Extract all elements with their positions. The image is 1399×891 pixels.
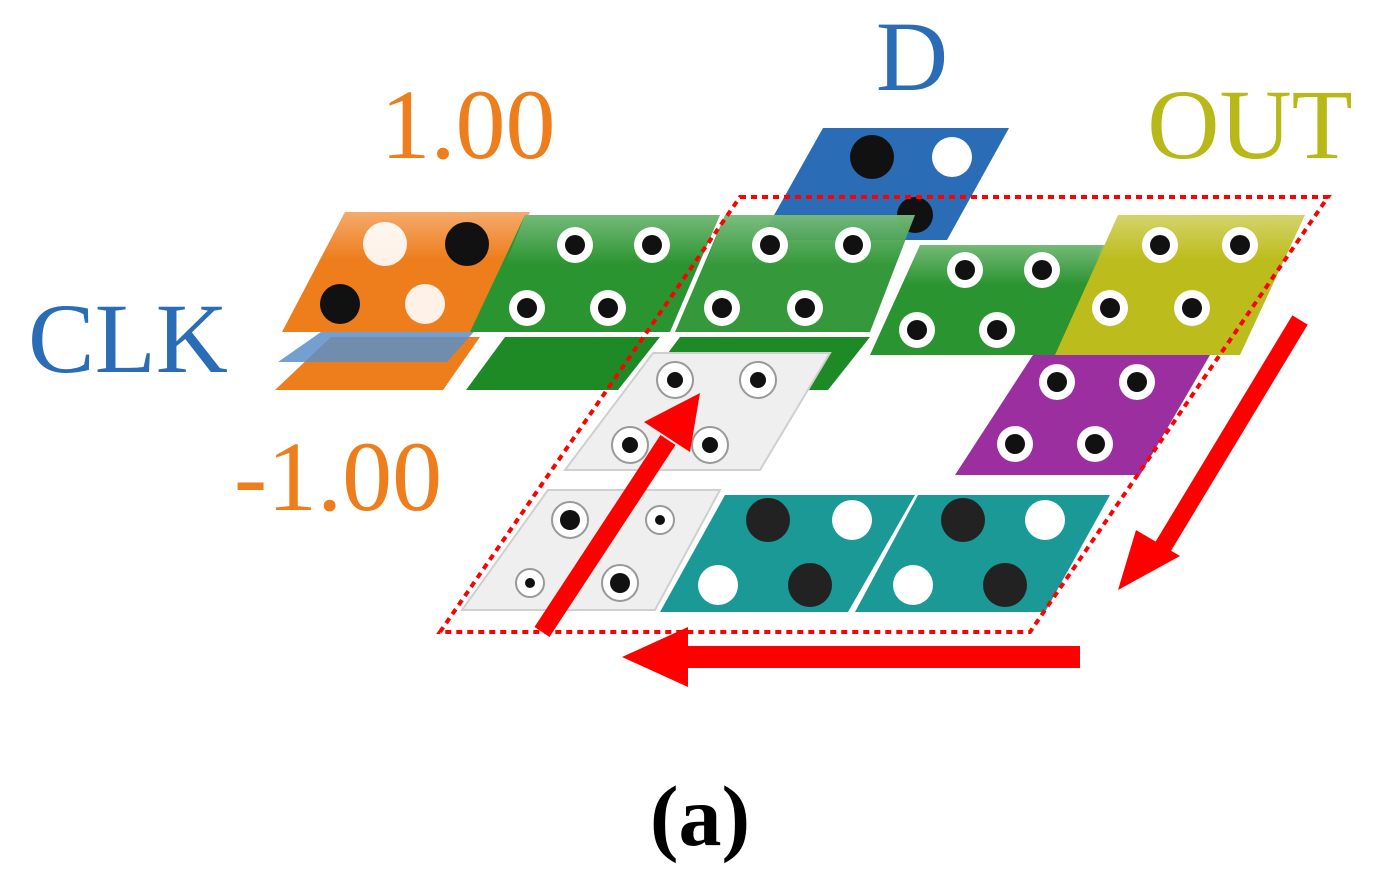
dot-ring bbox=[752, 227, 788, 263]
red-arrow-icon bbox=[622, 627, 1080, 687]
dot-ring bbox=[704, 290, 740, 326]
dot-ring bbox=[557, 227, 593, 263]
cell-teal-2 bbox=[855, 495, 1110, 612]
dot-ring bbox=[899, 312, 935, 348]
dot-ring bbox=[1142, 227, 1178, 263]
cell-clk bbox=[282, 212, 530, 332]
dot-ring bbox=[787, 290, 823, 326]
dot-ring bbox=[739, 361, 777, 399]
dot-light bbox=[698, 565, 738, 605]
cell-green-3 bbox=[870, 245, 1108, 355]
dot-ring bbox=[509, 290, 545, 326]
dot-ring bbox=[634, 227, 670, 263]
dot-ring bbox=[979, 312, 1015, 348]
dot-ring bbox=[1024, 252, 1060, 288]
red-arrow-icon bbox=[534, 393, 700, 637]
dot-light bbox=[893, 565, 933, 605]
dot-ring bbox=[611, 426, 649, 464]
dot-ring bbox=[1092, 290, 1128, 326]
dot-ring bbox=[1077, 426, 1113, 462]
dot-ring bbox=[1039, 364, 1075, 400]
dot-ring bbox=[1222, 227, 1258, 263]
dot-ring bbox=[997, 426, 1033, 462]
dot-ring bbox=[947, 252, 983, 288]
dot-ring bbox=[1119, 364, 1155, 400]
dot-light bbox=[1025, 500, 1065, 540]
dot-dark bbox=[983, 563, 1027, 607]
dot-ring bbox=[835, 227, 871, 263]
dot-ring bbox=[590, 290, 626, 326]
cell-teal-1 bbox=[660, 495, 915, 612]
label-negative: -1.00 bbox=[234, 421, 442, 532]
dot-dark bbox=[746, 498, 790, 542]
dot-ring bbox=[691, 426, 729, 464]
dot-light bbox=[832, 500, 872, 540]
dot-dark bbox=[788, 563, 832, 607]
middle-row bbox=[562, 352, 1210, 475]
red-arrow-icon bbox=[1118, 315, 1308, 590]
dot-ring bbox=[1174, 290, 1210, 326]
dot-ring bbox=[645, 505, 675, 535]
cell-white-upper bbox=[562, 352, 832, 471]
dashed-loop-outline bbox=[436, 195, 1332, 634]
dot-dark bbox=[850, 135, 894, 179]
cell-purple bbox=[955, 355, 1210, 475]
dot-dark bbox=[941, 498, 985, 542]
label-positive: 1.00 bbox=[381, 69, 556, 180]
label-d: D bbox=[876, 1, 948, 112]
dot-ring bbox=[601, 564, 639, 602]
cell-green-2 bbox=[675, 215, 915, 332]
label-clk: CLK bbox=[28, 283, 228, 394]
dot-ring bbox=[656, 361, 694, 399]
cell-green-lower-1 bbox=[466, 337, 660, 390]
dot-ring bbox=[515, 568, 545, 598]
dot-light bbox=[932, 137, 972, 177]
cell-green-1 bbox=[470, 215, 720, 332]
top-row bbox=[282, 212, 1305, 355]
label-out: OUT bbox=[1147, 69, 1353, 180]
dot-ring bbox=[551, 501, 589, 539]
figure-caption: (a) bbox=[650, 768, 750, 864]
cell-clk-lower-blue bbox=[278, 325, 480, 362]
